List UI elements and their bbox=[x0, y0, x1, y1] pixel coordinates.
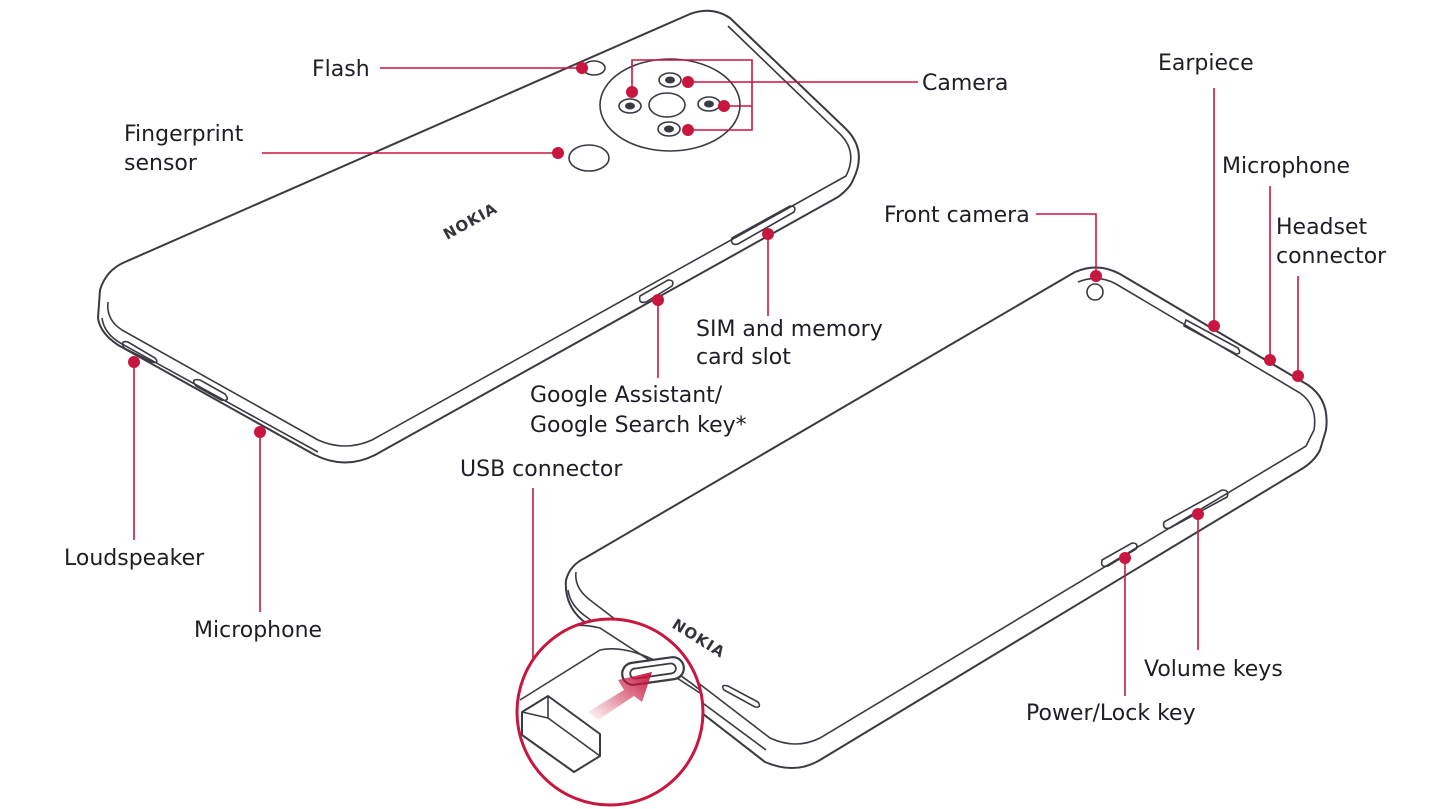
dot-earpiece bbox=[1208, 320, 1220, 332]
label-assistant-line2: Google Search key* bbox=[530, 413, 747, 438]
dot-volume bbox=[1192, 508, 1204, 520]
callout-dots bbox=[128, 62, 1304, 564]
volume-keys bbox=[1162, 489, 1229, 530]
label-sim-line2: card slot bbox=[696, 345, 791, 370]
dot-power bbox=[1119, 552, 1131, 564]
label-fingerprint-line2: sensor bbox=[124, 151, 198, 176]
dot-camera-top bbox=[682, 76, 694, 88]
phone-front-inner-edge bbox=[574, 277, 1316, 745]
phone-front-side-edge bbox=[567, 589, 767, 751]
label-headset-line1: Headset bbox=[1276, 215, 1368, 240]
labels: Flash Camera Fingerprint sensor SIM and … bbox=[64, 51, 1387, 726]
camera-lens-right bbox=[697, 96, 721, 112]
dot-loudspeaker bbox=[128, 356, 140, 368]
label-sim-line1: SIM and memory bbox=[696, 317, 883, 342]
dot-flash bbox=[576, 62, 588, 74]
label-earpiece: Earpiece bbox=[1158, 51, 1254, 76]
label-flash: Flash bbox=[312, 57, 370, 82]
dot-sim bbox=[762, 228, 774, 240]
dot-front-microphone bbox=[1264, 354, 1276, 366]
label-power: Power/Lock key bbox=[1026, 701, 1196, 726]
zoom-circle-border bbox=[515, 617, 705, 807]
dot-front-camera bbox=[1090, 270, 1102, 282]
dot-assistant bbox=[652, 294, 664, 306]
dot-back-microphone bbox=[254, 426, 266, 438]
label-back-microphone: Microphone bbox=[194, 618, 322, 643]
label-front-microphone: Microphone bbox=[1222, 154, 1350, 179]
dot-headset bbox=[1292, 370, 1304, 382]
label-volume: Volume keys bbox=[1144, 657, 1283, 682]
dot-camera-left bbox=[626, 86, 638, 98]
usb-port-back bbox=[192, 378, 229, 402]
assistant-key bbox=[638, 279, 674, 304]
insert-arrow bbox=[588, 672, 652, 720]
label-camera: Camera bbox=[922, 71, 1008, 96]
label-loudspeaker: Loudspeaker bbox=[64, 546, 205, 571]
front-camera-lens bbox=[1086, 283, 1104, 301]
label-usb: USB connector bbox=[460, 457, 623, 482]
camera-lens-top bbox=[658, 72, 682, 88]
phone-back-outline bbox=[97, 9, 860, 464]
camera-module bbox=[599, 58, 741, 152]
phone-front-outline bbox=[564, 266, 1328, 769]
phone-back: NOKIA bbox=[97, 9, 860, 464]
dot-camera-right bbox=[718, 100, 730, 112]
sim-tray bbox=[730, 205, 796, 246]
loudspeaker-grille bbox=[121, 340, 158, 364]
camera-lens-bottom bbox=[657, 121, 681, 137]
usb-zoom-inset bbox=[515, 617, 705, 807]
label-front-camera: Front camera bbox=[884, 203, 1030, 228]
back-brand-logo: NOKIA bbox=[440, 199, 500, 243]
power-lock-key bbox=[1100, 542, 1138, 568]
leader-lines bbox=[133, 59, 1299, 696]
label-fingerprint-line1: Fingerprint bbox=[124, 122, 244, 147]
leader-camera-left bbox=[631, 59, 753, 90]
zoom-phone-edge-2 bbox=[519, 648, 701, 701]
phone-back-inner-edge bbox=[106, 25, 852, 447]
label-headset-line2: connector bbox=[1276, 244, 1387, 269]
dot-camera-bottom bbox=[682, 124, 694, 136]
dot-fingerprint bbox=[552, 147, 564, 159]
earpiece-slot bbox=[1183, 318, 1241, 355]
fingerprint-sensor bbox=[568, 144, 610, 172]
leader-front-camera bbox=[1036, 213, 1097, 276]
camera-lens-left bbox=[618, 98, 642, 114]
zoom-usb-plug bbox=[521, 695, 601, 773]
front-bottom-grille bbox=[721, 684, 761, 708]
label-assistant-line1: Google Assistant/ bbox=[530, 383, 723, 408]
